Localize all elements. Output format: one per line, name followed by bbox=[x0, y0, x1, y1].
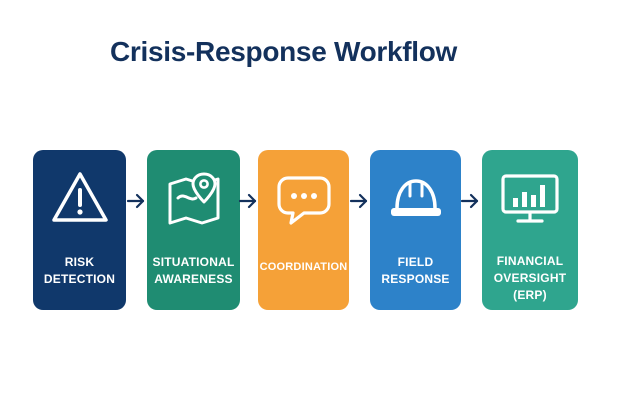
step-situational-awareness: SITUATIONAL AWARENESS bbox=[147, 150, 240, 310]
step-label: SITUATIONAL AWARENESS bbox=[152, 255, 235, 286]
step-label: COORDINATION bbox=[259, 261, 348, 273]
step-field-response: FIELD RESPONSE bbox=[370, 150, 461, 310]
arrow-right-icon bbox=[238, 193, 257, 209]
chat-bubble-icon bbox=[274, 170, 334, 231]
step-label: FIELD RESPONSE bbox=[381, 255, 450, 286]
arrow-right-icon bbox=[349, 193, 368, 209]
map-pin-icon bbox=[164, 170, 224, 231]
warning-triangle-icon bbox=[50, 170, 110, 231]
step-coordination: COORDINATION bbox=[258, 150, 349, 310]
step-risk-detection: RISK DETECTION bbox=[33, 150, 126, 310]
step-label: RISK DETECTION bbox=[43, 255, 116, 286]
monitor-chart-icon bbox=[499, 170, 561, 231]
arrow-right-icon bbox=[460, 193, 479, 209]
diagram-title: Crisis-Response Workflow bbox=[110, 36, 458, 67]
step-label: FINANCIAL OVERSIGHT (ERP) bbox=[493, 254, 567, 302]
step-financial-oversight: FINANCIAL OVERSIGHT (ERP) bbox=[482, 150, 578, 310]
hard-hat-icon bbox=[386, 170, 446, 231]
arrow-right-icon bbox=[126, 193, 145, 209]
